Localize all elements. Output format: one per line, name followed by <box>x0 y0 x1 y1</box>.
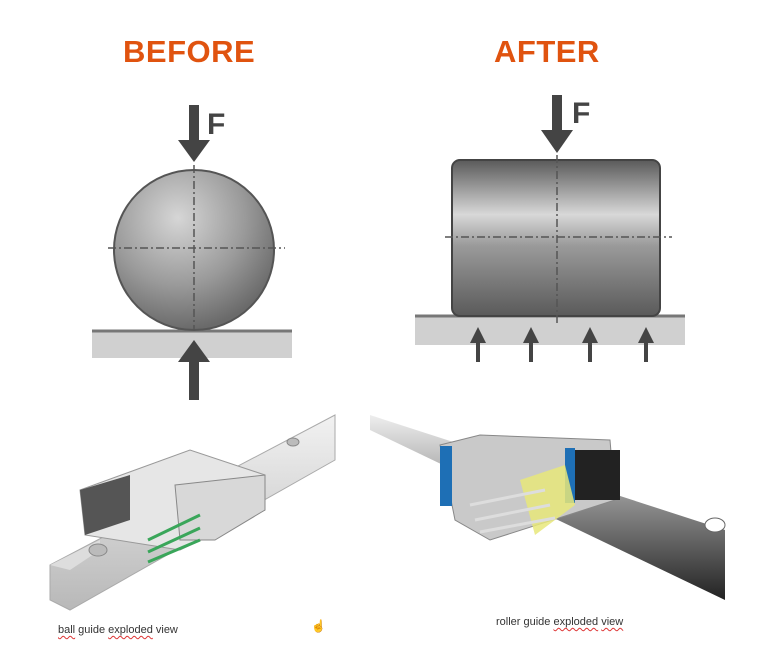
after-heading: AFTER <box>494 34 600 69</box>
ball-guide-caption: ball guide exploded view <box>58 624 178 636</box>
ball-contact-diagram: F <box>92 105 292 400</box>
force-label-after: F <box>572 97 590 130</box>
before-heading: BEFORE <box>123 34 256 69</box>
force-label-before: F <box>207 108 225 141</box>
roller-guide-caption: roller guide exploded view <box>496 616 624 628</box>
roller-contact-diagram: F <box>415 95 685 362</box>
hand-cursor-icon: ☝ <box>311 619 326 633</box>
ball-guide-image <box>49 414 336 611</box>
roller-guide-image <box>370 415 726 600</box>
